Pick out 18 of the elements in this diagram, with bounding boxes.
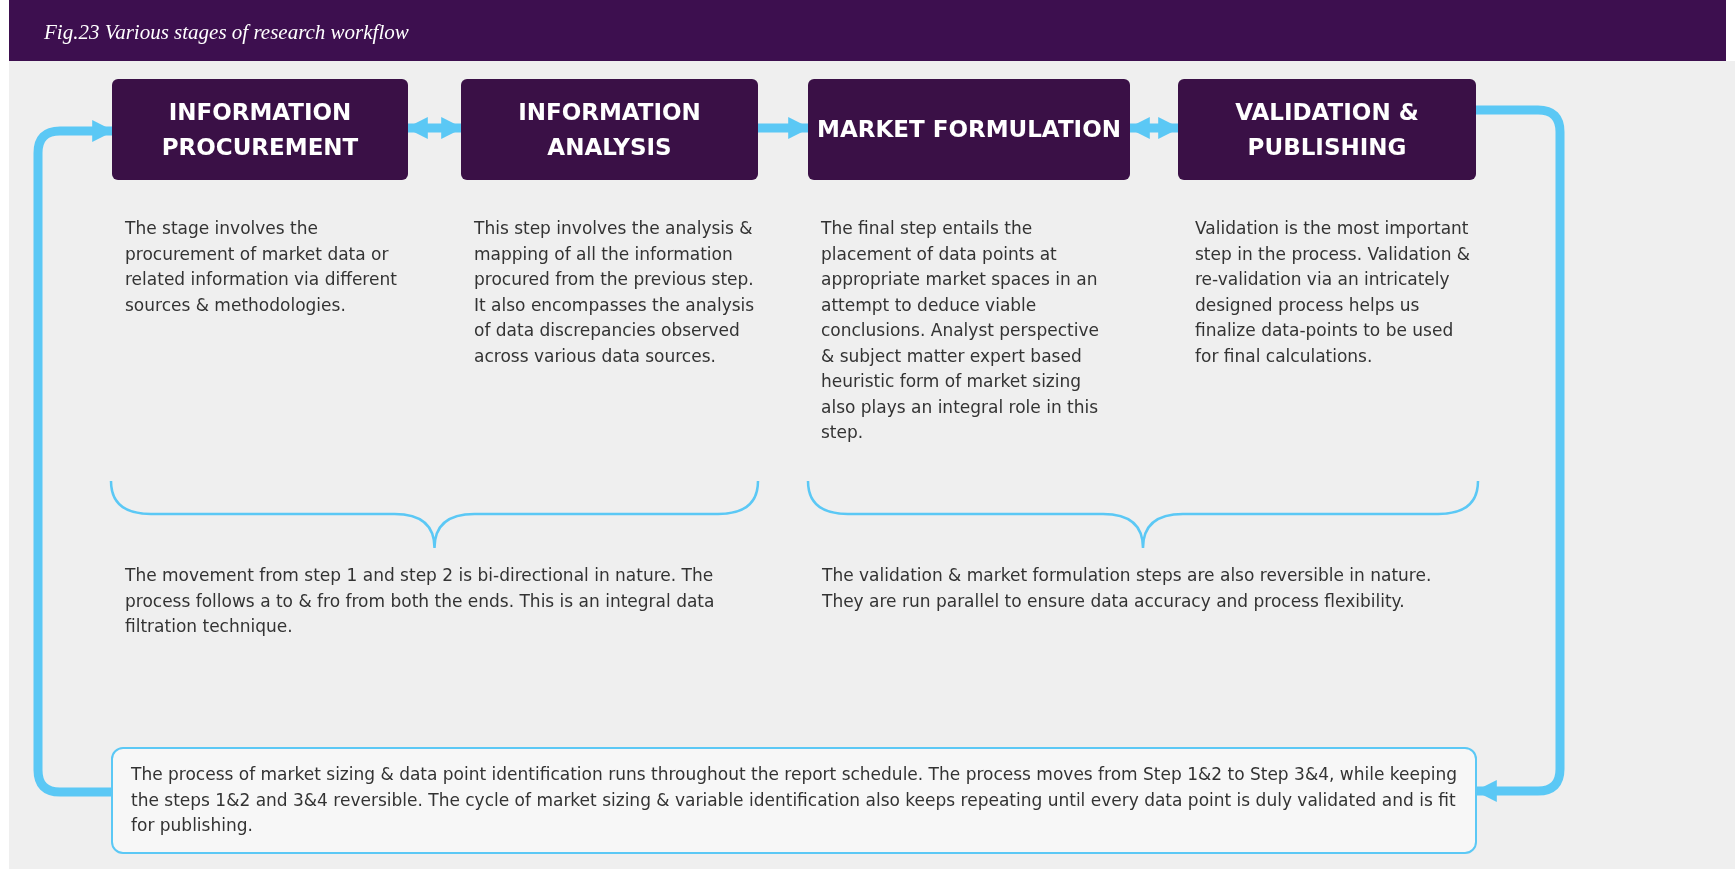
stage-box <box>808 79 1130 180</box>
note-text: The validation & market formulation steps are also reversible in nature. They are run parallel to ensure data accuracy and process flexibility. <box>822 564 1433 613</box>
stage-description: Validation is the most important step in the process. Validation & re-validation via an intricately designed process helps us finalize data-points to be used for final calculations. <box>1195 217 1472 368</box>
stage-title: VALIDATION & PUBLISHING <box>1234 98 1420 162</box>
stage-box <box>1178 79 1476 180</box>
stage-box <box>112 79 408 180</box>
summary-text: The process of market sizing & data point identification runs throughout the report schedule. The process moves from Step 1&2 to Step 3&4, while keeping the steps 1&2 and 3&4 reversible. The cycle of market sizing & variable identification also keeps repeating until every data point is duly validated and is fit for publishing. <box>131 763 1457 838</box>
summary-box <box>111 747 1477 854</box>
note-text: The movement from step 1 and step 2 is bi-directional in nature. The process follows a to & fro from both the ends. This is an integral data filtration technique. <box>125 564 716 638</box>
stage-title: INFORMATION PROCUREMENT <box>160 98 360 162</box>
stage-description: The stage involves the procurement of market data or related information via different sources & methodologies. <box>125 217 398 317</box>
stage-description: This step involves the analysis & mapping of all the information procured from the previous step. It also encompasses the analysis of data discrepancies observed across various data sources. <box>474 217 756 368</box>
arrow <box>1474 105 1565 802</box>
stage-description: The final step entails the placement of data points at appropriate market spaces in an attempt to deduce viable conclusions. Analyst perspective & subject matter expert based heuristic form of market sizing also plays an integral role in this step. <box>821 217 1100 444</box>
figure-title: Fig.23 Various stages of research workflow <box>44 20 409 45</box>
stage-title: INFORMATION ANALYSIS <box>517 98 702 162</box>
stage-box <box>461 79 758 180</box>
stage-title: MARKET FORMULATION <box>817 115 1121 145</box>
